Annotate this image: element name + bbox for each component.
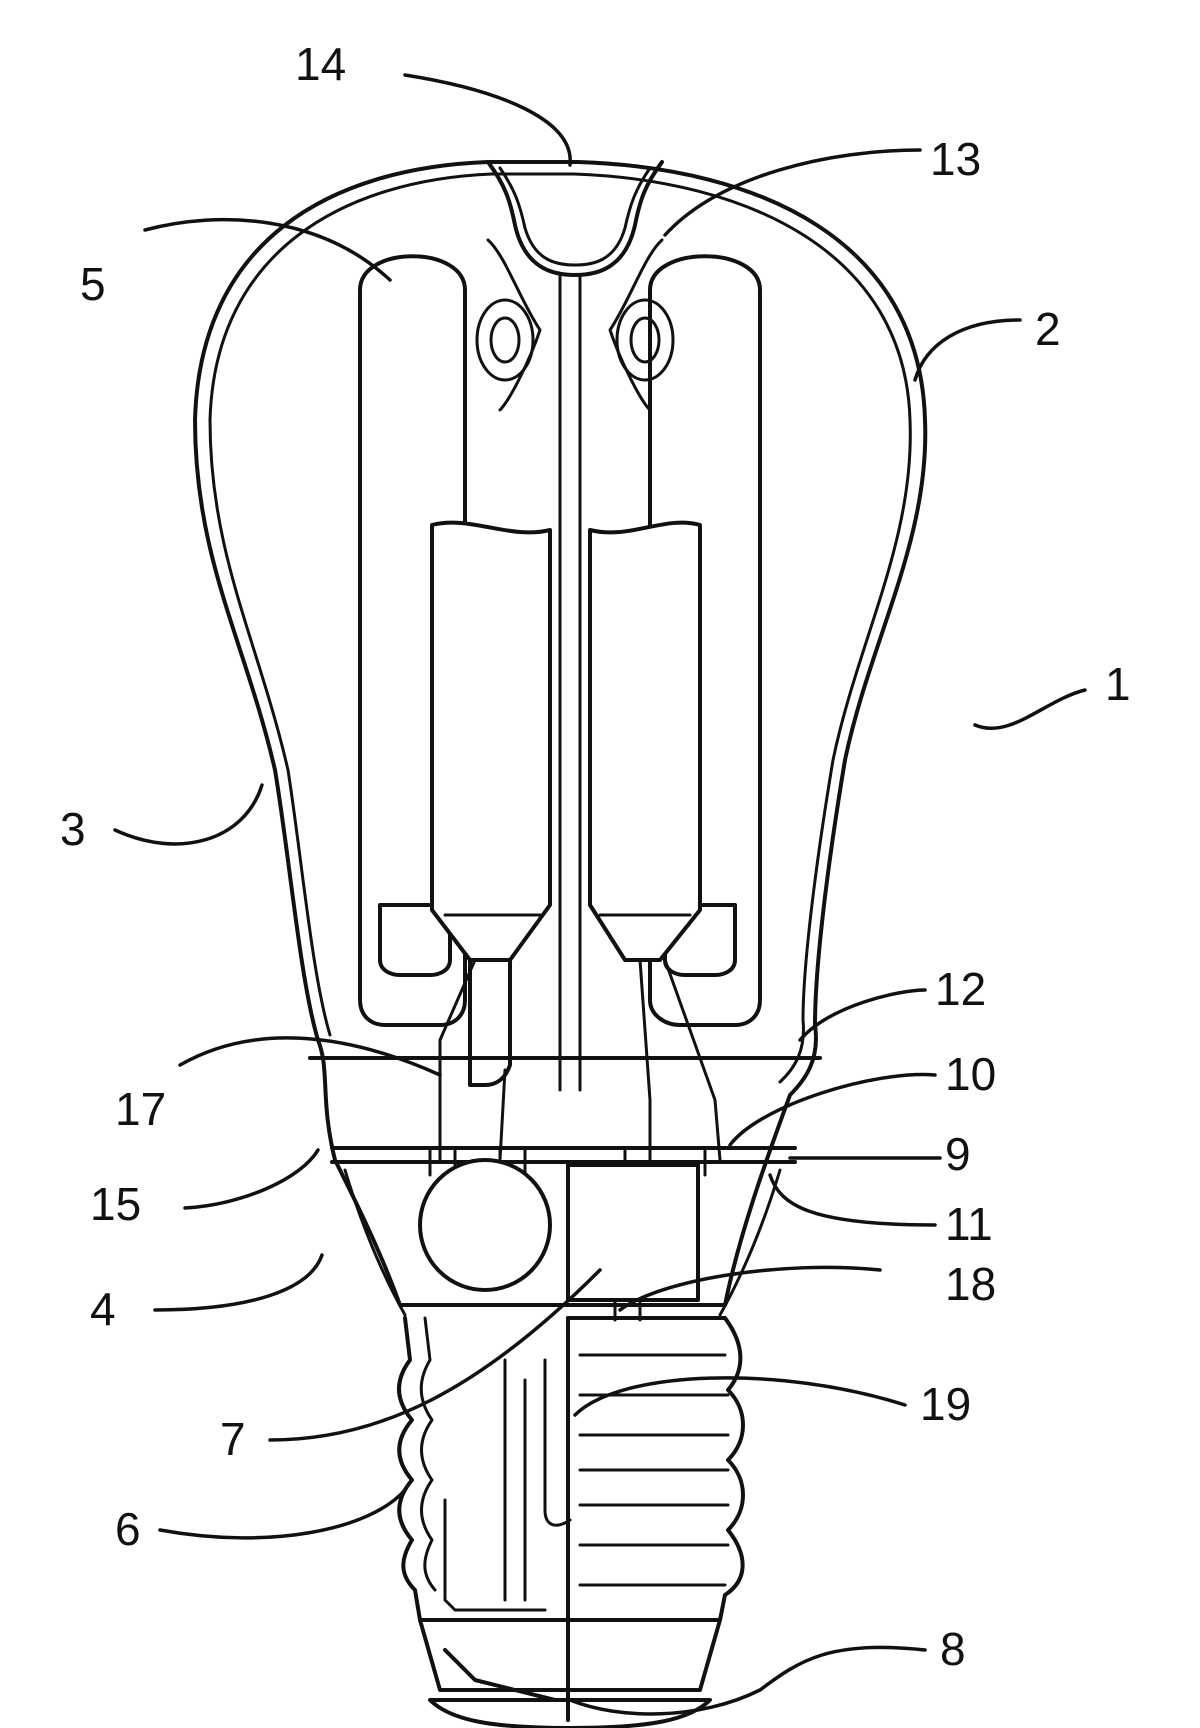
screw-base xyxy=(566,1316,745,1722)
top-clips xyxy=(475,238,675,412)
label-7: 7 xyxy=(220,1413,246,1465)
label-3: 3 xyxy=(60,803,86,855)
label-15: 15 xyxy=(90,1178,141,1230)
label-19: 19 xyxy=(920,1378,971,1430)
leader-lines xyxy=(113,73,1087,1716)
label-5: 5 xyxy=(80,258,106,310)
label-13: 13 xyxy=(930,133,981,185)
center-bridge xyxy=(558,273,582,1092)
label-14: 14 xyxy=(295,38,346,90)
label-11: 11 xyxy=(945,1198,993,1250)
ballast xyxy=(418,1158,700,1322)
label-6: 6 xyxy=(115,1503,141,1555)
reference-labels: 14 13 5 2 1 3 12 17 10 9 15 11 4 18 7 19… xyxy=(60,38,1131,1675)
label-17: 17 xyxy=(115,1083,166,1135)
label-9: 9 xyxy=(945,1128,971,1180)
plates xyxy=(308,1056,822,1177)
left-inner-tube xyxy=(430,520,552,1087)
right-inner-tube xyxy=(588,520,702,962)
top-stem xyxy=(486,160,664,277)
label-1: 1 xyxy=(1105,658,1131,710)
label-18: 18 xyxy=(945,1258,996,1310)
label-8: 8 xyxy=(940,1623,966,1675)
label-2: 2 xyxy=(1035,303,1061,355)
screw-base-section xyxy=(397,1316,547,1622)
base-neck xyxy=(343,1168,782,1317)
label-10: 10 xyxy=(945,1048,996,1100)
label-4: 4 xyxy=(90,1283,116,1335)
lead-wires xyxy=(438,958,722,1162)
label-12: 12 xyxy=(935,963,986,1015)
inner-tube-lines xyxy=(523,1358,572,1602)
